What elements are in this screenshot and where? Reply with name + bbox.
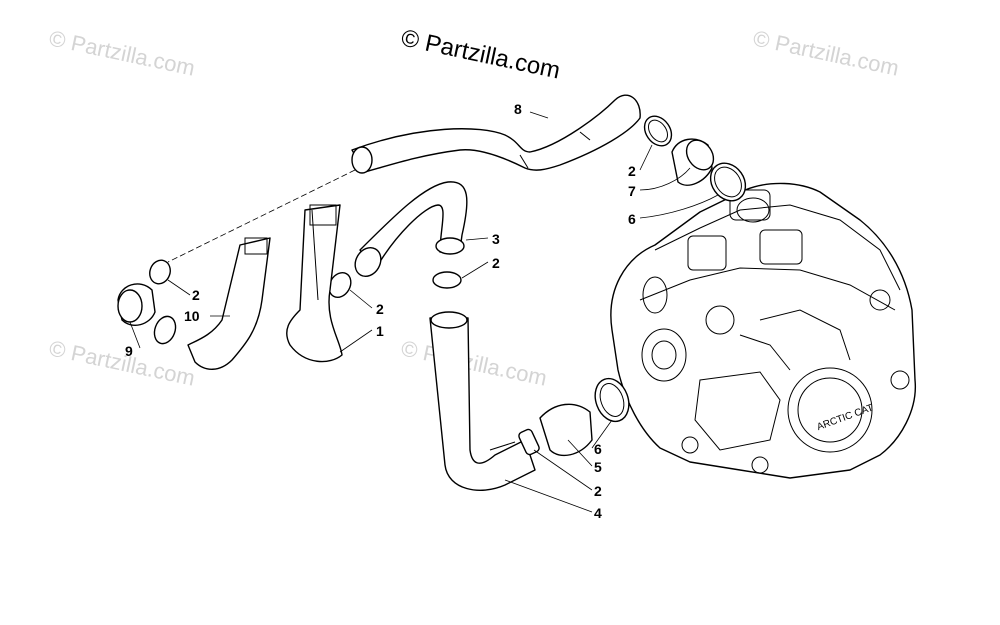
clamp-2-mid: [432, 271, 462, 289]
clamp-2-left-top: [149, 259, 171, 285]
watermark-main: © Partzilla.com: [399, 24, 563, 84]
callout-8: 8: [514, 101, 522, 117]
clamp-2-top: [643, 115, 673, 147]
duct-3: [354, 181, 468, 278]
callout-9: 9: [125, 343, 133, 359]
callout-6-top: 6: [628, 211, 636, 227]
callout-1: 1: [376, 323, 384, 339]
clamp-6-low: [594, 377, 630, 423]
clamp-6-top: [709, 162, 747, 202]
leader-lines: [129, 111, 719, 513]
coupler-5: [539, 403, 593, 457]
coupler-9: [117, 283, 156, 326]
clamp-2-low: [518, 428, 540, 456]
watermark-mid-center: © Partzilla.com: [399, 335, 549, 390]
callout-7: 7: [628, 183, 636, 199]
callout-2-left-mid: 2: [376, 301, 384, 317]
callout-2-top: 2: [628, 163, 636, 179]
engine-assembly: ARCTIC CAT: [610, 182, 916, 479]
duct-1: [286, 204, 343, 363]
callout-3: 3: [492, 231, 500, 247]
callout-6-low: 6: [594, 441, 602, 457]
callout-labels: 8 2 7 6 3 2 2 1 2 10 9 6 5 2 4: [125, 101, 636, 521]
clamp-2-left-low: [153, 315, 177, 345]
watermark-top-left: © Partzilla.com: [47, 25, 197, 80]
callout-2-mid: 2: [492, 255, 500, 271]
callout-2-low: 2: [594, 483, 602, 499]
callout-5: 5: [594, 459, 602, 475]
alignment-line: [167, 169, 356, 263]
duct-4: [429, 311, 536, 491]
coupler-7: [671, 138, 715, 186]
duct-10: [187, 237, 271, 370]
watermark-mid-left: © Partzilla.com: [47, 335, 197, 390]
watermark-top-right: © Partzilla.com: [751, 25, 901, 80]
callout-10: 10: [184, 308, 200, 324]
duct-8: [351, 94, 641, 174]
callout-2-left: 2: [192, 287, 200, 303]
callout-4: 4: [594, 505, 602, 521]
